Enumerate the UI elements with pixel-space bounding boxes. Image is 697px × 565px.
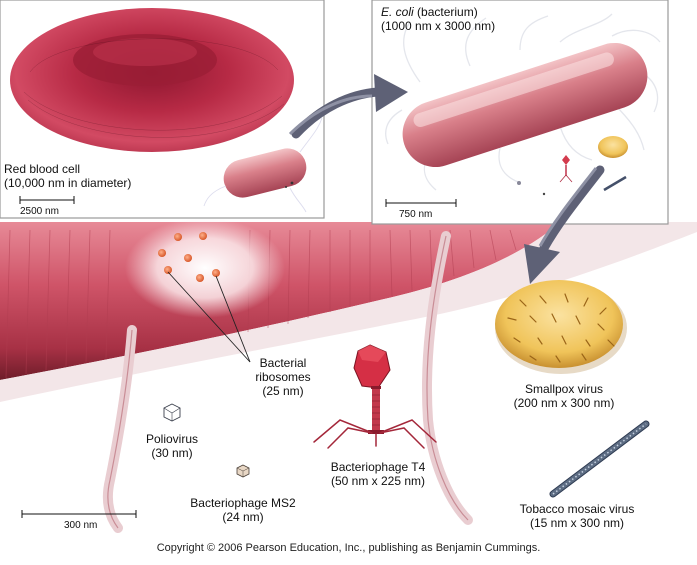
ecoli-size: (1000 nm x 3000 nm): [381, 19, 496, 33]
ecoli-in-rbc-panel: [203, 117, 323, 213]
ms2-label: Bacteriophage MS2 (24 nm): [175, 496, 311, 524]
mini-t4-phage: [559, 155, 573, 183]
ribosome: [196, 274, 204, 282]
mini-tmv: [603, 175, 627, 192]
ribosome-leader-lines: [167, 271, 251, 363]
polio-size: (30 nm): [151, 446, 193, 460]
smallpox-name: Smallpox virus: [524, 382, 604, 396]
tmv-name: Tobacco mosaic virus: [519, 502, 635, 516]
ecoli-panel: [371, 0, 669, 225]
ribosome: [212, 269, 220, 277]
main-scale-label: 300 nm: [64, 520, 98, 531]
ecoli-scale-label: 750 nm: [399, 209, 433, 220]
ecoli-title-italic: E. coli: [381, 5, 414, 19]
ribosome: [184, 254, 192, 262]
rbc-panel: [0, 0, 325, 219]
bacteriophage-t4: [313, 344, 437, 449]
ribosome: [164, 266, 172, 274]
polio-name: Poliovirus: [145, 432, 199, 446]
ecoli-title-rest: (bacterium): [413, 5, 478, 19]
ms2-name: Bacteriophage MS2: [190, 496, 296, 510]
rbc-title: Red blood cell: [4, 162, 81, 176]
ecoli-title: E. coli (bacterium): [381, 5, 495, 19]
zoom-arrow-bottom: [524, 165, 605, 284]
ribosomes-name-line2: ribosomes: [255, 370, 311, 384]
ribosome: [158, 249, 166, 257]
ms2-size: (24 nm): [222, 510, 264, 524]
polio-label: Poliovirus (30 nm): [134, 432, 210, 460]
t4-name: Bacteriophage T4: [330, 460, 426, 474]
smallpox-virus: [495, 280, 627, 374]
bacteriophage-ms2: [236, 464, 250, 478]
main-scale-bar: [21, 510, 137, 518]
t4-label: Bacteriophage T4 (50 nm x 225 nm): [308, 460, 448, 488]
rbc-scale-label: 2500 nm: [20, 206, 59, 217]
ribosomes-name-line1: Bacterial: [259, 356, 307, 370]
flagella: [102, 231, 473, 533]
cell-wall-section: [0, 218, 697, 402]
smallpox-label: Smallpox virus (200 nm x 300 nm): [494, 382, 634, 410]
ribosomes-size: (25 nm): [262, 384, 304, 398]
ribosomes-label: Bacterial ribosomes (25 nm): [240, 356, 326, 398]
rbc-label: Red blood cell (10,000 nm in diameter): [4, 162, 131, 190]
smallpox-size: (200 nm x 300 nm): [513, 396, 615, 410]
ribosomes: [158, 232, 220, 282]
mini-smallpox: [598, 136, 628, 158]
tmv-label: Tobacco mosaic virus (15 nm x 300 nm): [502, 502, 652, 530]
mini-ms2: [517, 181, 521, 185]
ribosome: [199, 232, 207, 240]
t4-size: (50 nm x 225 nm): [330, 474, 426, 488]
poliovirus: [163, 403, 181, 422]
tmv-size: (15 nm x 300 nm): [529, 516, 625, 530]
rbc-size: (10,000 nm in diameter): [4, 176, 132, 190]
ecoli-bacterium: [402, 42, 648, 168]
ecoli-label: E. coli (bacterium) (1000 nm x 3000 nm): [381, 5, 495, 33]
tobacco-mosaic-virus: [549, 420, 650, 498]
copyright-notice: Copyright © 2006 Pearson Education, Inc.…: [156, 542, 541, 554]
ribosome: [174, 233, 182, 241]
zoom-arrow-top: [288, 74, 408, 139]
ribosome-highlight: [125, 218, 285, 318]
